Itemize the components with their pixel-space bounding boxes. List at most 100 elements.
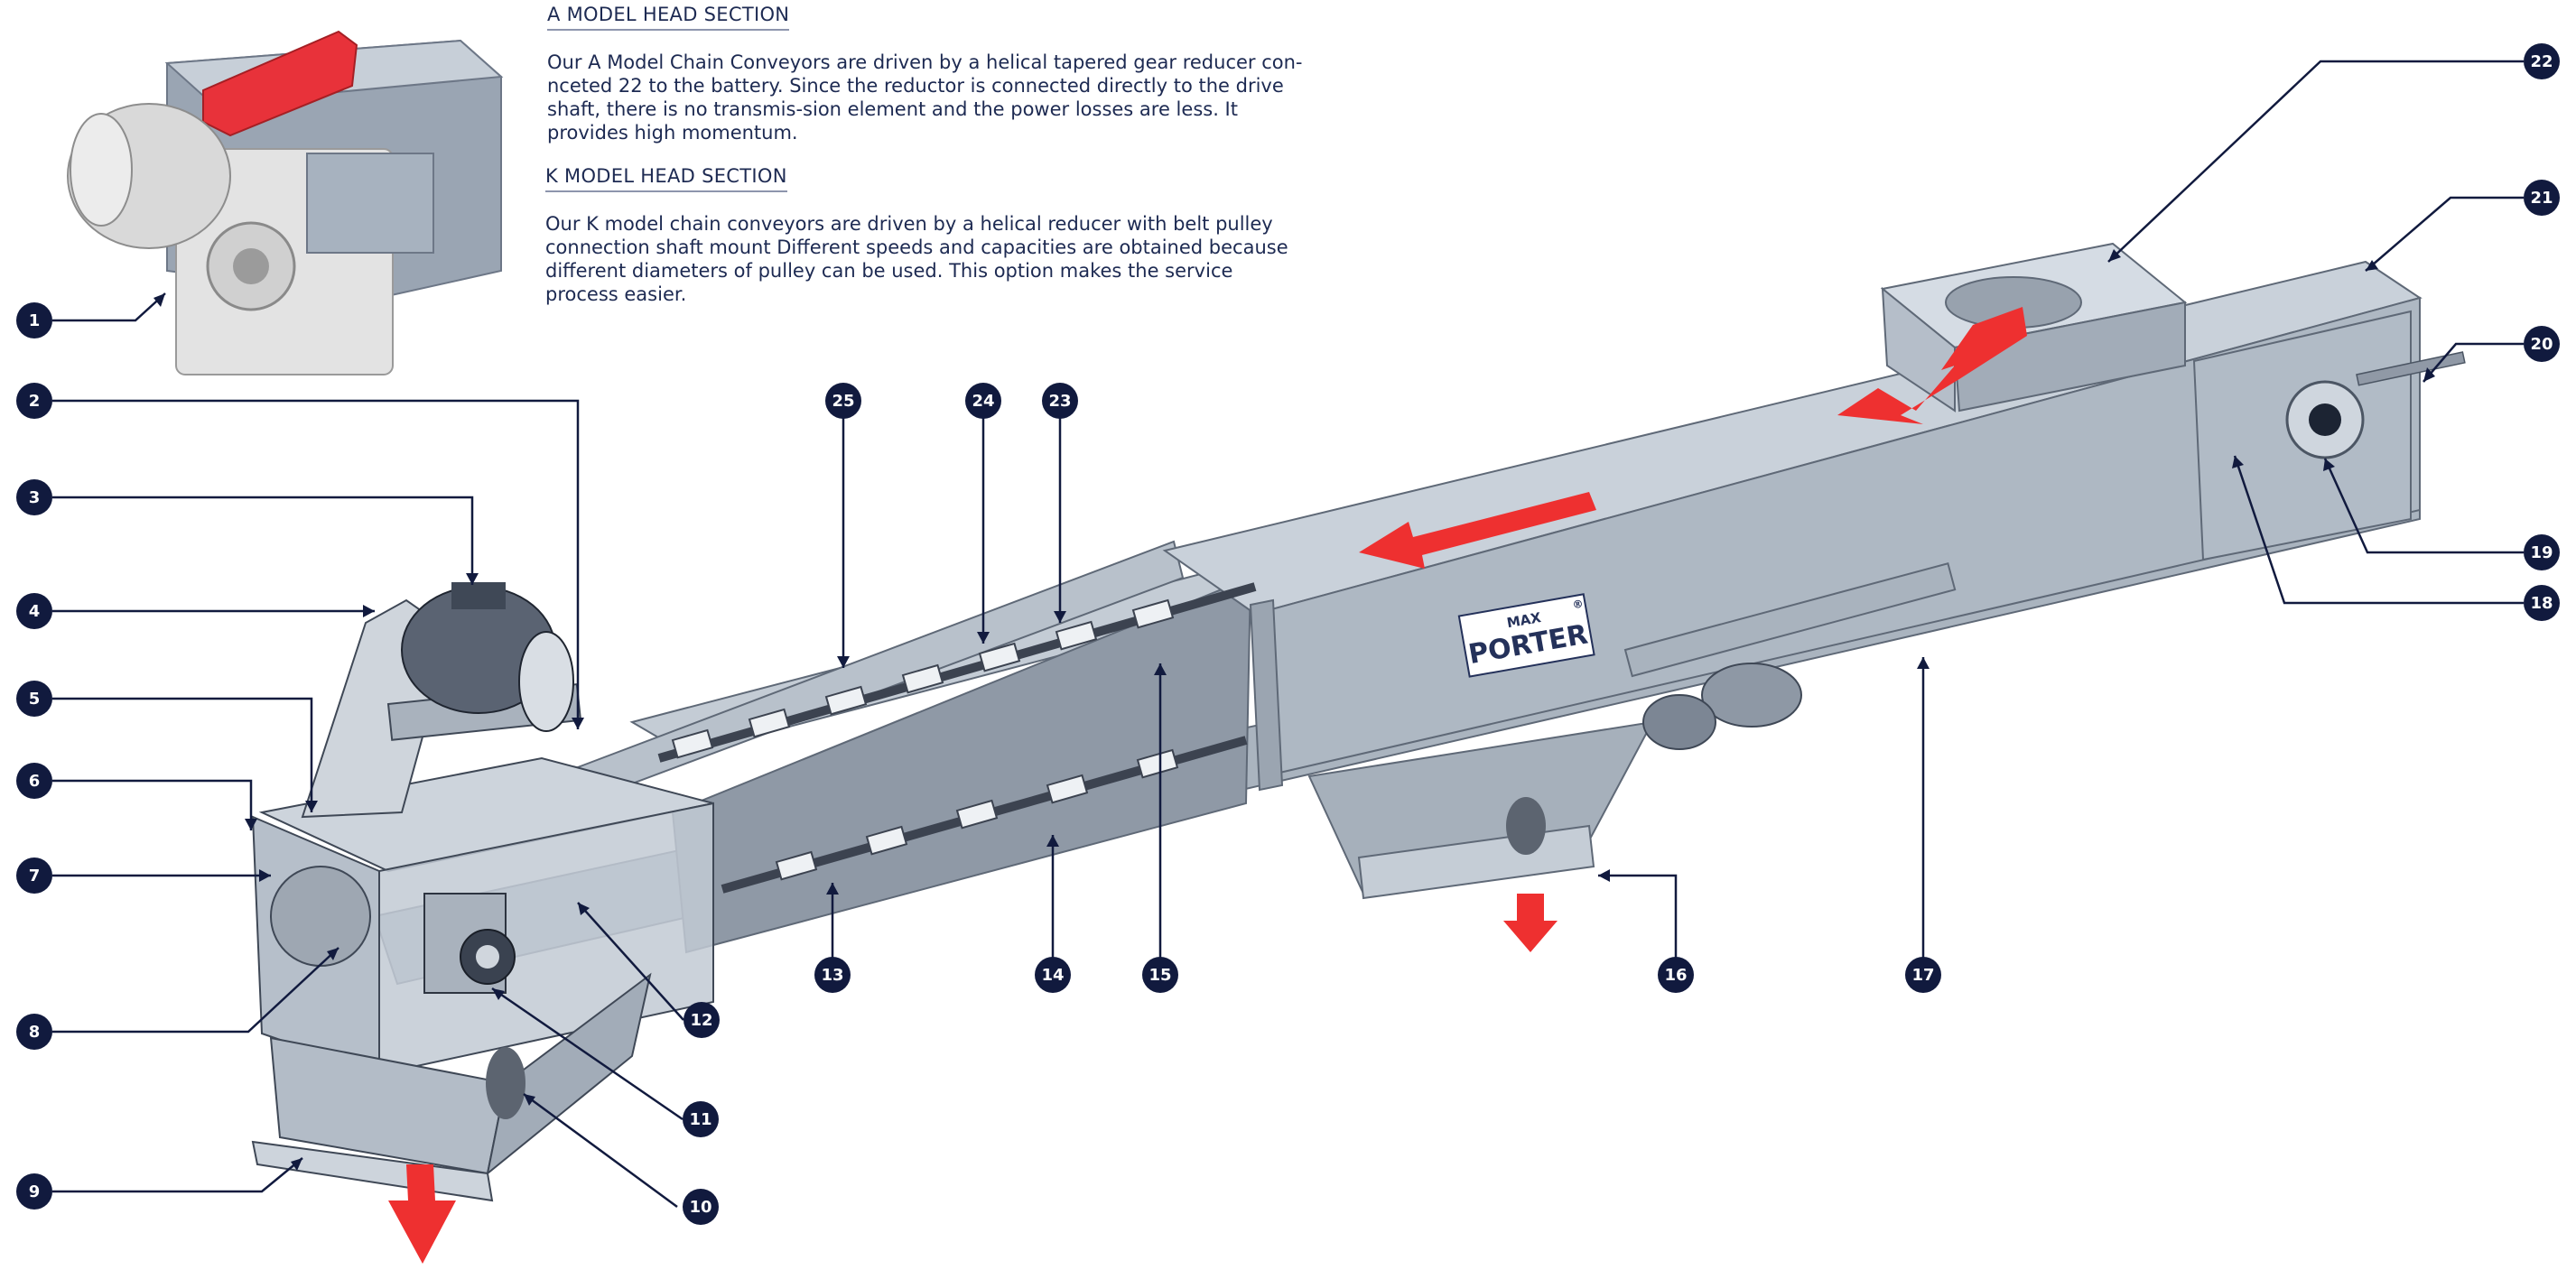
svg-text:14: 14 bbox=[1041, 966, 1064, 985]
callout-5: 5 bbox=[16, 681, 52, 717]
callout-arrowheads bbox=[153, 249, 2435, 1171]
callout-14: 14 bbox=[1035, 957, 1071, 993]
arrowhead-1 bbox=[153, 293, 165, 307]
svg-text:11: 11 bbox=[689, 1110, 711, 1129]
a-model-title: A MODEL HEAD SECTION bbox=[547, 4, 790, 31]
callout-22: 22 bbox=[2524, 43, 2560, 79]
inset-output-hub bbox=[233, 248, 269, 284]
tail-bearing-hub bbox=[2309, 403, 2341, 436]
arrowhead-24 bbox=[977, 632, 990, 644]
side-gear-reducer bbox=[1642, 694, 1716, 750]
svg-text:18: 18 bbox=[2530, 594, 2553, 613]
head-sprocket bbox=[270, 866, 371, 967]
arrowhead-25 bbox=[837, 656, 850, 668]
svg-text:17: 17 bbox=[1911, 966, 1934, 985]
arrowhead-12 bbox=[578, 903, 590, 915]
svg-text:25: 25 bbox=[832, 392, 854, 411]
svg-text:8: 8 bbox=[29, 1023, 41, 1042]
drive-motor-terminal-box bbox=[451, 582, 506, 609]
arrowhead-13 bbox=[826, 883, 839, 895]
callout-24: 24 bbox=[965, 383, 1001, 419]
brand-plate-bg bbox=[1457, 593, 1595, 678]
side-motor bbox=[1701, 663, 1802, 728]
callout-2: 2 bbox=[16, 383, 52, 419]
callout-20: 20 bbox=[2524, 326, 2560, 362]
inlet-hopper-front bbox=[1881, 286, 1956, 413]
callout-19: 19 bbox=[2524, 534, 2560, 570]
arrowhead-19 bbox=[2323, 459, 2335, 471]
leader-1 bbox=[52, 292, 166, 322]
leader-3 bbox=[52, 496, 474, 585]
leader-20 bbox=[2423, 342, 2524, 383]
leader-22 bbox=[2107, 60, 2524, 263]
leader-6 bbox=[52, 779, 253, 830]
svg-text:13: 13 bbox=[821, 966, 843, 985]
drive-motor-fan-cover bbox=[518, 631, 574, 732]
svg-text:9: 9 bbox=[29, 1182, 41, 1201]
arrowhead-10 bbox=[524, 1094, 535, 1106]
callout-13: 13 bbox=[814, 957, 851, 993]
leader-10 bbox=[523, 1092, 678, 1209]
callout-16: 16 bbox=[1658, 957, 1694, 993]
svg-text:22: 22 bbox=[2530, 52, 2553, 71]
leader-21 bbox=[2365, 196, 2524, 272]
flow-arrows bbox=[388, 307, 2027, 1264]
flow-arrow-inlet bbox=[1837, 307, 2027, 424]
head-chute-side bbox=[486, 972, 652, 1176]
leader-19 bbox=[2323, 458, 2524, 554]
conveyor-assembly: MAX PORTER ® bbox=[251, 242, 2466, 1202]
svg-text:3: 3 bbox=[29, 488, 41, 507]
k-model-body: Our K model chain conveyors are driven b… bbox=[545, 213, 1288, 305]
callout-8: 8 bbox=[16, 1014, 52, 1050]
arrowhead-4 bbox=[363, 605, 375, 617]
arrowhead-23 bbox=[1054, 611, 1066, 623]
arrowhead-15 bbox=[1154, 663, 1167, 675]
svg-text:20: 20 bbox=[2530, 335, 2553, 354]
leader-5 bbox=[52, 697, 313, 812]
callout-18: 18 bbox=[2524, 585, 2560, 621]
svg-text:6: 6 bbox=[29, 772, 41, 791]
outlet-inspection-port bbox=[1506, 797, 1546, 855]
a-model-body: Our A Model Chain Conveyors are driven b… bbox=[547, 51, 1303, 144]
callout-7: 7 bbox=[16, 857, 52, 894]
tail-tension-rod bbox=[2356, 351, 2466, 386]
leader-2 bbox=[52, 399, 580, 729]
head-inspection-port bbox=[486, 1047, 525, 1119]
housing-end-flange bbox=[1249, 598, 1284, 792]
flow-arrow-outlet bbox=[1503, 894, 1558, 952]
callout-21: 21 bbox=[2524, 180, 2560, 216]
arrowhead-9 bbox=[291, 1158, 302, 1171]
svg-text:23: 23 bbox=[1048, 392, 1071, 411]
svg-text:1: 1 bbox=[29, 311, 41, 330]
arrowhead-14 bbox=[1046, 835, 1059, 847]
a-model-section: A MODEL HEAD SECTION Our A Model Chain C… bbox=[547, 4, 1306, 144]
arrowhead-17 bbox=[1917, 657, 1930, 669]
callout-1: 1 bbox=[16, 302, 52, 338]
callout-11: 11 bbox=[683, 1101, 719, 1137]
callout-17: 17 bbox=[1905, 957, 1941, 993]
leader-12 bbox=[577, 902, 684, 1021]
arrowhead-8 bbox=[327, 948, 339, 960]
arrowhead-11 bbox=[492, 988, 505, 1000]
arrowhead-7 bbox=[259, 869, 271, 882]
k-model-section: K MODEL HEAD SECTION Our K model chain c… bbox=[545, 165, 1304, 306]
arrowhead-2 bbox=[572, 718, 584, 729]
head-bearing-hub bbox=[476, 945, 499, 969]
svg-text:12: 12 bbox=[690, 1011, 712, 1030]
a-model-head-inset bbox=[67, 30, 504, 375]
arrowhead-5 bbox=[305, 801, 318, 812]
callout-23: 23 bbox=[1042, 383, 1078, 419]
inset-motor-endcap bbox=[70, 113, 133, 227]
svg-text:24: 24 bbox=[972, 392, 994, 411]
arrowhead-22 bbox=[2108, 249, 2121, 262]
flow-arrow-housing bbox=[1359, 492, 1596, 569]
svg-text:21: 21 bbox=[2530, 189, 2553, 208]
brand-mark: ® bbox=[1571, 598, 1584, 612]
k-model-title: K MODEL HEAD SECTION bbox=[545, 165, 787, 192]
svg-text:19: 19 bbox=[2530, 543, 2553, 562]
callout-10: 10 bbox=[683, 1189, 719, 1225]
arrowhead-3 bbox=[466, 573, 479, 585]
arrowhead-21 bbox=[2366, 260, 2378, 271]
inlet-hopper-side bbox=[1953, 301, 2186, 413]
